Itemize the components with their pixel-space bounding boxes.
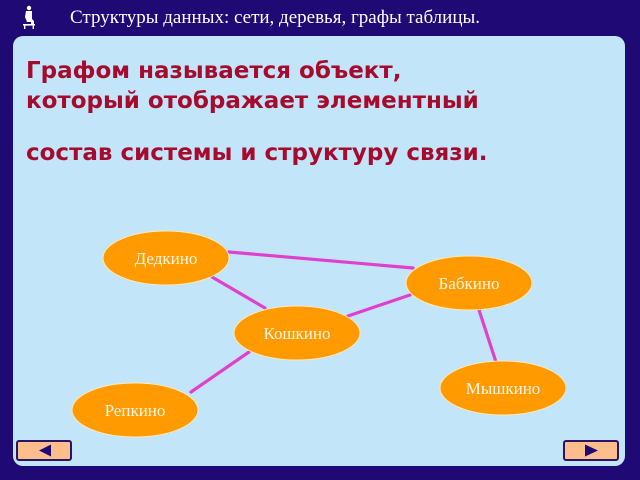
node-label: Кошкино xyxy=(263,324,330,343)
person-chair-icon xyxy=(23,5,35,29)
triangle-left-icon xyxy=(39,444,51,457)
node-myshkino: Мышкино xyxy=(439,360,567,416)
node-label: Репкино xyxy=(105,401,166,420)
triangle-right-icon xyxy=(585,444,598,457)
title-bar: Структуры данных: сети, деревья, графы т… xyxy=(0,0,640,36)
node-koshkino: Кошкино xyxy=(233,305,361,361)
edge-koshkino-repkino xyxy=(189,350,251,394)
definition-heading: Графом называется объект, который отобра… xyxy=(26,56,616,168)
heading-line-1: Графом называется объект, xyxy=(26,58,402,84)
heading-line-2: который отображает элементный xyxy=(26,88,479,114)
edge-dedkino-babkino xyxy=(227,250,415,270)
next-slide-button[interactable] xyxy=(563,440,619,461)
node-label: Дедкино xyxy=(135,249,198,268)
previous-slide-button[interactable] xyxy=(16,440,72,461)
heading-line-3: состав системы и структуру связи. xyxy=(26,140,488,166)
edge-dedkino-koshkino xyxy=(210,275,267,310)
edge-koshkino-babkino xyxy=(346,293,412,318)
graph-edges xyxy=(189,250,498,394)
node-dedkino: Дедкино xyxy=(102,230,230,286)
node-label: Бабкино xyxy=(439,274,500,293)
slide-title: Структуры данных: сети, деревья, графы т… xyxy=(70,7,481,28)
node-label: Мышкино xyxy=(466,379,541,398)
node-repkino: Репкино xyxy=(71,382,199,438)
edge-babkino-myshkino xyxy=(477,308,498,364)
node-babkino: Бабкино xyxy=(405,255,533,311)
